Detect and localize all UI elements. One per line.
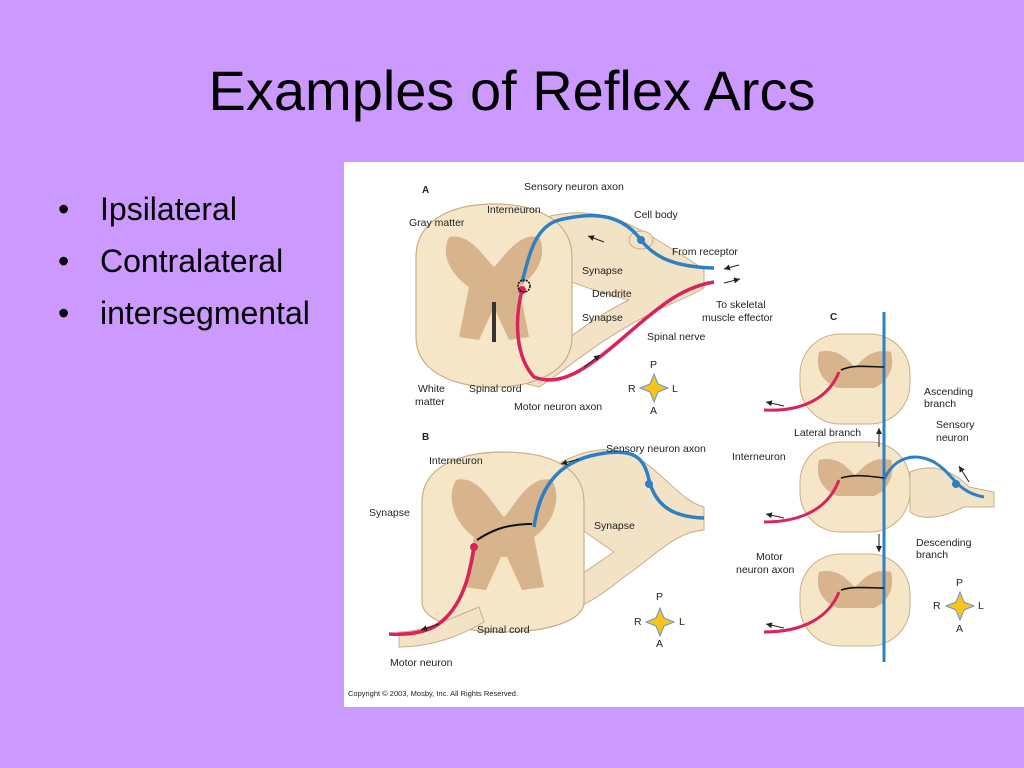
motor-neuron-c-mid: [763, 479, 841, 524]
label-to-skeletal-1: To skeletal: [716, 299, 766, 311]
label-motor-neuron-b: Motor neuron: [390, 657, 453, 669]
compass-a-p: P: [650, 359, 657, 371]
compass-a-l: L: [672, 383, 678, 395]
label-cell-body: Cell body: [634, 209, 679, 221]
label-synapse-b-left: Synapse: [369, 507, 410, 519]
compass-c: P A R L: [933, 577, 984, 635]
label-sensory-1: Sensory: [936, 419, 975, 431]
label-from-receptor: From receptor: [672, 246, 738, 258]
panel-b-letter: B: [422, 432, 429, 443]
sensory-neuron-a: [520, 213, 715, 283]
panel-a-letter: A: [422, 185, 429, 196]
label-white-matter-2: matter: [415, 396, 445, 408]
arrow-c4: [958, 465, 970, 483]
arrow-a2: [583, 354, 601, 368]
label-synapse-a-top: Synapse: [582, 265, 623, 277]
interneuron-c-top: [840, 365, 885, 371]
label-interneuron-b: Interneuron: [429, 455, 483, 467]
bullet-marker: •: [58, 295, 70, 331]
sensory-root-c: [909, 467, 995, 518]
compass-a: P A R L: [628, 359, 678, 417]
compass-b-a: A: [656, 638, 663, 650]
compass-b-p: P: [656, 591, 663, 603]
bullet-marker: •: [58, 191, 70, 227]
compass-c-p: P: [956, 577, 963, 589]
label-ascending-2: branch: [924, 398, 956, 410]
reflex-arc-diagram: A Sensory neuron axon Gray matter Intern…: [348, 181, 995, 698]
arrow-a3: [723, 264, 740, 271]
label-interneuron-c: Interneuron: [732, 451, 786, 463]
motor-cell-body-b: [470, 543, 478, 551]
sensory-neuron-b: [532, 450, 705, 528]
label-descending-1: Descending: [916, 537, 972, 549]
label-gray-matter: Gray matter: [409, 217, 465, 229]
bullet-marker: •: [58, 243, 70, 279]
label-motor-1: Motor: [756, 551, 783, 563]
bullet-text: intersegmental: [100, 295, 310, 331]
sensory-cell-body-b: [645, 480, 653, 488]
interneuron-c-mid: [840, 474, 885, 479]
compass-c-l: L: [978, 600, 984, 612]
arrow-c2: [765, 512, 785, 519]
panel-b: B Interneuron Sensory neuron axon Synaps…: [369, 432, 706, 669]
compass-b-r: R: [634, 616, 642, 628]
compass-a-a: A: [650, 405, 657, 417]
label-spinal-cord-b: Spinal cord: [477, 624, 530, 636]
arrow-b2: [420, 623, 440, 631]
copyright-notice: Copyright © 2003, Mosby, Inc. All Rights…: [348, 689, 518, 698]
reflex-arc-figure: A Sensory neuron axon Gray matter Intern…: [344, 162, 1024, 707]
interneuron-c-bottom: [840, 586, 885, 591]
arrow-c3: [765, 622, 785, 629]
label-white-matter-1: White: [418, 383, 445, 395]
gray-matter-b: [451, 479, 557, 590]
arrow-b1: [560, 458, 580, 466]
label-descending-2: branch: [916, 549, 948, 561]
label-dendrite: Dendrite: [592, 288, 632, 300]
motor-neuron-c-bottom: [763, 591, 841, 634]
motor-cell-body-a: [518, 286, 526, 294]
bullet-text: Ipsilateral: [100, 191, 237, 227]
label-to-skeletal-2: muscle effector: [702, 312, 774, 324]
motor-neuron-c-top: [763, 371, 841, 412]
label-spinal-nerve: Spinal nerve: [647, 331, 706, 343]
sensory-cell-body-a: [637, 236, 645, 244]
label-ascending-1: Ascending: [924, 386, 973, 398]
compass-a-r: R: [628, 383, 636, 395]
motor-neuron-a: [515, 280, 715, 382]
label-synapse-b-right: Synapse: [594, 520, 635, 532]
arrow-a4: [723, 277, 741, 284]
arrow-c1: [765, 400, 785, 407]
compass-b-l: L: [679, 616, 685, 628]
synapse-a: [517, 279, 531, 293]
sensory-neuron-c: [882, 455, 985, 499]
arrow-a1: [587, 235, 605, 243]
bullet-item: • Contralateral: [58, 240, 310, 292]
panel-c: C Ascending branch Lateral branch Senso: [732, 312, 995, 662]
bullet-list: • Ipsilateral • Contralateral • intersegmen…: [58, 188, 310, 344]
compass-c-r: R: [933, 600, 941, 612]
label-motor-2: neuron axon: [736, 564, 795, 576]
central-canal-a: [492, 302, 496, 342]
interneuron-b: [476, 523, 533, 541]
panel-a: A Sensory neuron axon Gray matter Intern…: [409, 181, 774, 417]
bullet-item: • intersegmental: [58, 292, 310, 344]
bullet-text: Contralateral: [100, 243, 284, 279]
compass-c-a: A: [956, 623, 963, 635]
compass-b: P A R L: [634, 591, 685, 650]
bullet-item: • Ipsilateral: [58, 188, 310, 240]
slide-title: Examples of Reflex Arcs: [208, 59, 816, 122]
label-lateral-branch: Lateral branch: [794, 427, 861, 439]
label-synapse-a-bottom: Synapse: [582, 312, 623, 324]
panel-c-letter: C: [830, 312, 837, 323]
label-sensory-neuron-axon-b: Sensory neuron axon: [606, 443, 706, 455]
label-sensory-2: neuron: [936, 432, 969, 444]
label-spinal-cord-a: Spinal cord: [469, 383, 522, 395]
sensory-cell-body-c: [952, 480, 960, 488]
label-interneuron-a: Interneuron: [487, 204, 541, 216]
label-sensory-neuron-axon-a: Sensory neuron axon: [524, 181, 624, 193]
motor-neuron-b: [388, 546, 476, 637]
label-motor-neuron-axon-a: Motor neuron axon: [514, 401, 602, 413]
